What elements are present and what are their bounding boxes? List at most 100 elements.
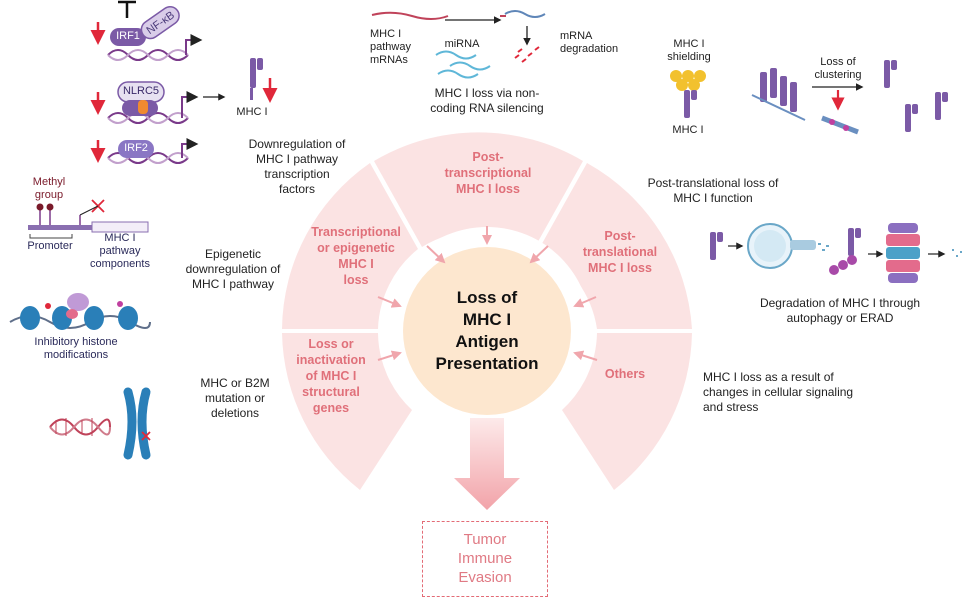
center-line-2: MHC I — [462, 310, 512, 329]
irf1-protein — [110, 28, 146, 46]
seg-text: transcriptional — [444, 166, 532, 180]
segment-post-transcriptional: Post- transcriptional MHC I loss — [436, 149, 540, 197]
label-line: factors — [278, 182, 315, 196]
label-line: transcription — [264, 167, 330, 181]
mrna-degradation-label: mRNA degradation — [560, 30, 630, 56]
seg-text: Transcriptional — [311, 225, 401, 239]
label-line: pathway — [99, 245, 141, 257]
mhc-components-label: MHC I pathway components — [88, 232, 152, 271]
label-line: MHC or B2M — [200, 376, 270, 390]
label-line: MHC I loss as a result of — [703, 370, 834, 384]
seg-text: Post- — [604, 229, 636, 243]
inward-arrows — [377, 226, 598, 361]
shielding-group — [670, 70, 706, 118]
label-post-translational-loss: Post-translational loss of MHC I functio… — [628, 176, 798, 206]
label-noncoding: MHC I loss via non- coding RNA silencing — [402, 86, 572, 116]
nfkb-protein — [140, 5, 180, 40]
seg-text: inactivation — [296, 353, 366, 367]
shielding-label: MHC I shielding — [664, 38, 714, 64]
label-line: autophagy or ERAD — [786, 311, 894, 325]
segment-bg-post-transcriptional — [374, 132, 583, 247]
seg-text: structural — [302, 385, 360, 399]
histone-label: Inhibitory histone modifications — [6, 336, 146, 362]
center-line-3: Antigen — [455, 332, 519, 351]
center-line-4: Presentation — [435, 354, 539, 373]
label-line: Loss of — [820, 56, 856, 68]
methyl-group-label: Methyl group — [24, 176, 74, 202]
label-line: deletions — [210, 406, 260, 420]
outcome-line: Evasion — [458, 569, 512, 586]
seg-text: loss — [343, 273, 369, 287]
histone-group — [9, 293, 151, 330]
seg-text: of MHC I — [305, 369, 357, 383]
outcome-line: Immune — [457, 550, 513, 567]
label-line: mutation or — [204, 391, 266, 405]
loss-clustering-label: Loss of clustering — [810, 56, 866, 82]
segment-transcriptional: Transcriptional or epigenetic MHC I loss — [306, 224, 406, 288]
segment-bg-transcriptional — [282, 163, 418, 329]
outcome-line: Tumor — [463, 531, 507, 548]
seg-text: or epigenetic — [317, 241, 395, 255]
seg-text: MHC I loss — [588, 261, 652, 275]
label-line: Inhibitory histone — [34, 336, 118, 348]
label-line: mRNAs — [370, 54, 408, 66]
tf-group — [90, 0, 278, 164]
seg-text: Loss or — [308, 337, 354, 351]
label-line: Downregulation of — [248, 137, 346, 151]
label-line: pathway — [370, 41, 411, 53]
irf2-label: IRF2 — [124, 142, 148, 154]
label-line: changes in cellular signaling — [703, 385, 854, 399]
label-line: mRNA — [560, 30, 593, 42]
mrnas-label: MHC I pathway mRNAs — [370, 28, 430, 67]
label-line: MHC I pathway — [255, 152, 339, 166]
irf2-protein — [118, 140, 154, 158]
label-line: shielding — [667, 51, 711, 63]
label-line: coding RNA silencing — [430, 101, 544, 115]
segment-bg-structural — [282, 333, 412, 490]
epigenetic-group — [28, 199, 149, 239]
label-line: Post-translational loss of — [647, 176, 779, 190]
label-signaling: MHC I loss as a result of changes in cel… — [703, 370, 883, 415]
seg-text: translational — [582, 245, 658, 259]
nlrc5-label: NLRC5 — [122, 85, 160, 97]
segment-bg-others — [562, 333, 692, 490]
segment-others: Others — [590, 366, 660, 382]
label-line: group — [34, 189, 64, 201]
fan-segments — [282, 132, 692, 490]
label-epigenetic: Epigenetic downregulation of MHC I pathw… — [168, 247, 298, 292]
label-mutation: MHC or B2M mutation or deletions — [180, 376, 290, 421]
seg-text: genes — [312, 401, 350, 415]
segment-structural: Loss or inactivation of MHC I structural… — [292, 336, 370, 416]
label-degradation: Degradation of MHC I through autophagy o… — [740, 296, 940, 326]
evasion-arrow — [454, 418, 520, 510]
label-line: Epigenetic — [204, 247, 262, 261]
label-line: MHC I — [370, 28, 402, 40]
label-line: Degradation of MHC I through — [759, 296, 921, 310]
clustering-group — [751, 60, 948, 135]
label-line: MHC I function — [673, 191, 753, 205]
label-line: MHC I — [673, 38, 705, 50]
seg-text: Others — [604, 367, 646, 381]
mhc-i-tf-label: MHC I — [236, 106, 268, 118]
promoter-label: Promoter — [27, 240, 73, 252]
ncrna-group — [371, 10, 546, 79]
label-line: MHC I — [104, 232, 136, 244]
label-line: degradation — [560, 43, 619, 55]
label-line: MHC I pathway — [191, 277, 275, 291]
label-downregulation-tf: Downregulation of MHC I pathway transcri… — [232, 137, 362, 197]
label-line: modifications — [43, 349, 109, 361]
seg-text: Post- — [472, 150, 504, 164]
label-line: Methyl — [32, 176, 66, 188]
mutation-group — [49, 387, 151, 460]
seg-text: MHC I — [338, 257, 374, 271]
seg-text: MHC I loss — [456, 182, 520, 196]
mirna-label: miRNA — [444, 38, 480, 50]
center-circle — [403, 247, 571, 415]
label-line: downregulation of — [185, 262, 281, 276]
label-line: MHC I loss via non- — [434, 86, 540, 100]
mhc-receptor-tf — [250, 58, 263, 100]
irf1-label: IRF1 — [116, 30, 140, 42]
tumor-immune-evasion-box: Tumor Immune Evasion — [422, 521, 548, 597]
label-line: components — [90, 258, 150, 270]
